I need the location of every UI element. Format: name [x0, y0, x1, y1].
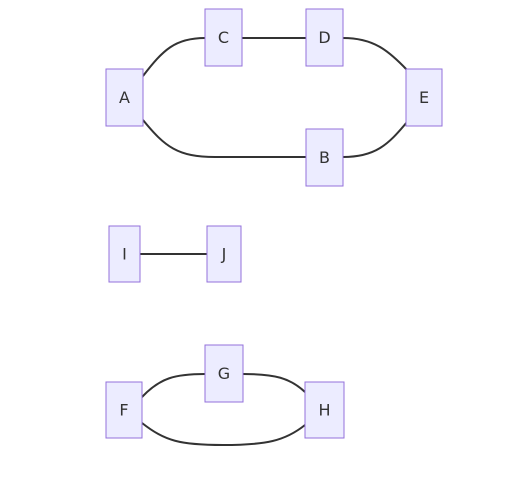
node-e-label: E — [419, 88, 429, 107]
node-g[interactable]: G — [204, 344, 244, 403]
node-a[interactable]: A — [105, 68, 144, 127]
node-f[interactable]: F — [105, 381, 143, 439]
node-b[interactable]: B — [305, 128, 344, 187]
node-h[interactable]: H — [304, 381, 345, 439]
edge-f-g — [141, 373, 206, 398]
node-d[interactable]: D — [305, 8, 344, 67]
node-i[interactable]: I — [108, 225, 141, 283]
edge-b-e — [342, 121, 408, 158]
node-j-label: J — [221, 245, 227, 264]
node-b-label: B — [319, 148, 330, 167]
node-g-label: G — [218, 364, 230, 383]
edge-g-h — [242, 373, 306, 393]
edges-layer — [140, 37, 408, 447]
node-j[interactable]: J — [206, 225, 242, 283]
edge-a-b — [142, 119, 306, 158]
node-d-label: D — [318, 28, 330, 47]
node-c[interactable]: C — [204, 8, 243, 67]
edge-a-c — [142, 37, 206, 77]
node-f-label: F — [119, 401, 128, 420]
nodes-layer: A B C D E F G H — [105, 8, 443, 439]
node-c-label: C — [218, 28, 229, 47]
node-a-label: A — [119, 88, 130, 107]
edge-d-e — [342, 37, 408, 71]
edge-f-h — [141, 422, 306, 447]
node-h-label: H — [318, 401, 330, 420]
node-i-label: I — [122, 245, 127, 264]
node-e[interactable]: E — [405, 68, 443, 127]
